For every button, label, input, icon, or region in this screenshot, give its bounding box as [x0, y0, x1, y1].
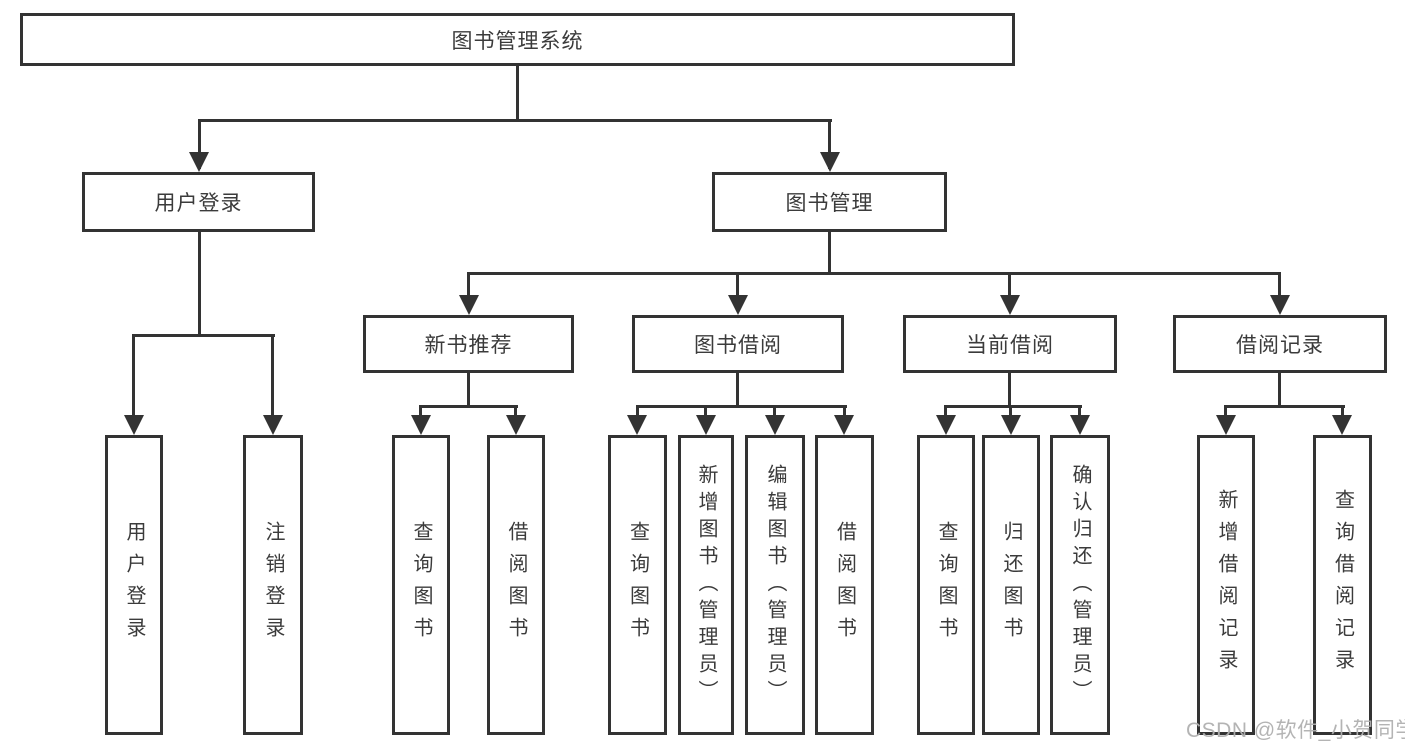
connector-user-login-hbar	[132, 334, 275, 337]
connector-drop-leaf	[636, 405, 639, 423]
node-label: 编辑图书（管理员）	[764, 463, 786, 707]
node-label: 注销登录	[262, 521, 284, 649]
arrow-down-icon	[1332, 415, 1352, 435]
arrow-down-icon	[1070, 415, 1090, 435]
node-label: 借阅图书	[505, 521, 527, 649]
leaf-query-books-recommend: 查询图书	[392, 435, 450, 735]
connector-drop-leaf-logout	[271, 334, 274, 418]
connector-new-book-recommend-stem	[467, 373, 470, 407]
node-group-borrowing-records: 借阅记录	[1173, 315, 1387, 373]
node-branch-book-management: 图书管理	[712, 172, 947, 232]
connector-drop-borrowing-records	[1278, 272, 1281, 298]
arrow-down-icon	[189, 152, 209, 172]
connector-new-book-recommend-hbar	[419, 405, 518, 408]
connector-drop-leaf	[944, 405, 947, 423]
arrow-down-icon	[936, 415, 956, 435]
node-label: 确认归还（管理员）	[1069, 463, 1091, 707]
arrow-down-icon	[124, 415, 144, 435]
node-label: 查询图书	[935, 521, 957, 649]
arrow-down-icon	[263, 415, 283, 435]
leaf-borrow-books-borrowing: 借阅图书	[815, 435, 874, 735]
leaf-edit-books-admin: 编辑图书（管理员）	[745, 435, 805, 735]
arrow-down-icon	[459, 295, 479, 315]
node-branch-user-login: 用户登录	[82, 172, 315, 232]
connector-drop-leaf-user-login	[132, 334, 135, 418]
arrow-down-icon	[696, 415, 716, 435]
arrow-down-icon	[411, 415, 431, 435]
connector-level1-hbar	[198, 119, 832, 122]
leaf-query-borrow-record: 查询借阅记录	[1313, 435, 1372, 735]
node-label: 新书推荐	[424, 334, 513, 357]
arrow-down-icon	[728, 295, 748, 315]
connector-drop-leaf	[1224, 405, 1227, 423]
node-label: 借阅记录	[1236, 334, 1324, 357]
leaf-user-login: 用户登录	[105, 435, 163, 735]
node-label: 图书借阅	[694, 334, 782, 357]
node-group-book-borrowing: 图书借阅	[632, 315, 844, 373]
connector-user-login-stem	[198, 232, 201, 336]
leaf-logout: 注销登录	[243, 435, 303, 735]
arrow-down-icon	[820, 152, 840, 172]
arrow-down-icon	[1216, 415, 1236, 435]
connector-drop-leaf	[1009, 405, 1012, 423]
node-label: 查询借阅记录	[1331, 489, 1354, 681]
node-label: 图书管理系统	[451, 29, 584, 53]
node-group-current-borrowing: 当前借阅	[903, 315, 1117, 373]
leaf-add-books-admin: 新增图书（管理员）	[678, 435, 734, 735]
node-label: 查询图书	[410, 521, 432, 649]
arrow-down-icon	[765, 415, 785, 435]
node-label: 查询图书	[626, 521, 649, 649]
leaf-confirm-return-admin: 确认归还（管理员）	[1050, 435, 1110, 735]
connector-drop-leaf	[419, 405, 422, 423]
connector-drop-leaf	[1078, 405, 1081, 423]
arrow-down-icon	[834, 415, 854, 435]
connector-book-borrowing-stem	[736, 373, 739, 407]
connector-current-borrowing-stem	[1008, 373, 1011, 407]
arrow-down-icon	[1000, 295, 1020, 315]
connector-drop-leaf	[514, 405, 517, 423]
connector-drop-current-borrowing	[1008, 272, 1011, 298]
leaf-return-books: 归还图书	[982, 435, 1040, 735]
connector-current-borrowing-hbar	[944, 405, 1082, 408]
connector-book-management-stem	[828, 232, 831, 274]
arrow-down-icon	[1270, 295, 1290, 315]
node-label: 图书管理	[785, 192, 874, 215]
node-label: 新增借阅记录	[1215, 489, 1237, 681]
connector-drop-leaf	[843, 405, 846, 423]
connector-drop-book-management	[828, 119, 831, 169]
connector-drop-leaf	[1341, 405, 1344, 423]
connector-root-stem	[516, 66, 519, 122]
connector-drop-leaf	[773, 405, 776, 423]
node-label: 新增图书（管理员）	[695, 463, 717, 707]
connector-borrowing-records-stem	[1278, 373, 1281, 407]
node-label: 归还图书	[1000, 521, 1022, 649]
connector-borrowing-records-hbar	[1224, 405, 1345, 408]
arrow-down-icon	[506, 415, 526, 435]
connector-book-borrowing-hbar	[636, 405, 847, 408]
node-label: 用户登录	[154, 192, 243, 215]
connector-drop-new-book-recommend	[467, 272, 470, 298]
node-label: 借阅图书	[833, 521, 856, 649]
leaf-query-books-current: 查询图书	[917, 435, 975, 735]
node-label: 用户登录	[123, 521, 145, 649]
node-group-new-book-recommend: 新书推荐	[363, 315, 574, 373]
leaf-borrow-books-recommend: 借阅图书	[487, 435, 545, 735]
node-root: 图书管理系统	[20, 13, 1015, 66]
arrow-down-icon	[1001, 415, 1021, 435]
connector-drop-user-login	[198, 119, 201, 169]
connector-level3-hbar	[467, 272, 1281, 275]
leaf-query-books-borrowing: 查询图书	[608, 435, 667, 735]
watermark-csdn: CSDN @软件_小贺同学	[1186, 719, 1405, 742]
arrow-down-icon	[627, 415, 647, 435]
leaf-add-borrow-record: 新增借阅记录	[1197, 435, 1255, 735]
connector-drop-leaf	[704, 405, 707, 423]
connector-drop-book-borrowing	[736, 272, 739, 298]
node-label: 当前借阅	[966, 334, 1054, 357]
